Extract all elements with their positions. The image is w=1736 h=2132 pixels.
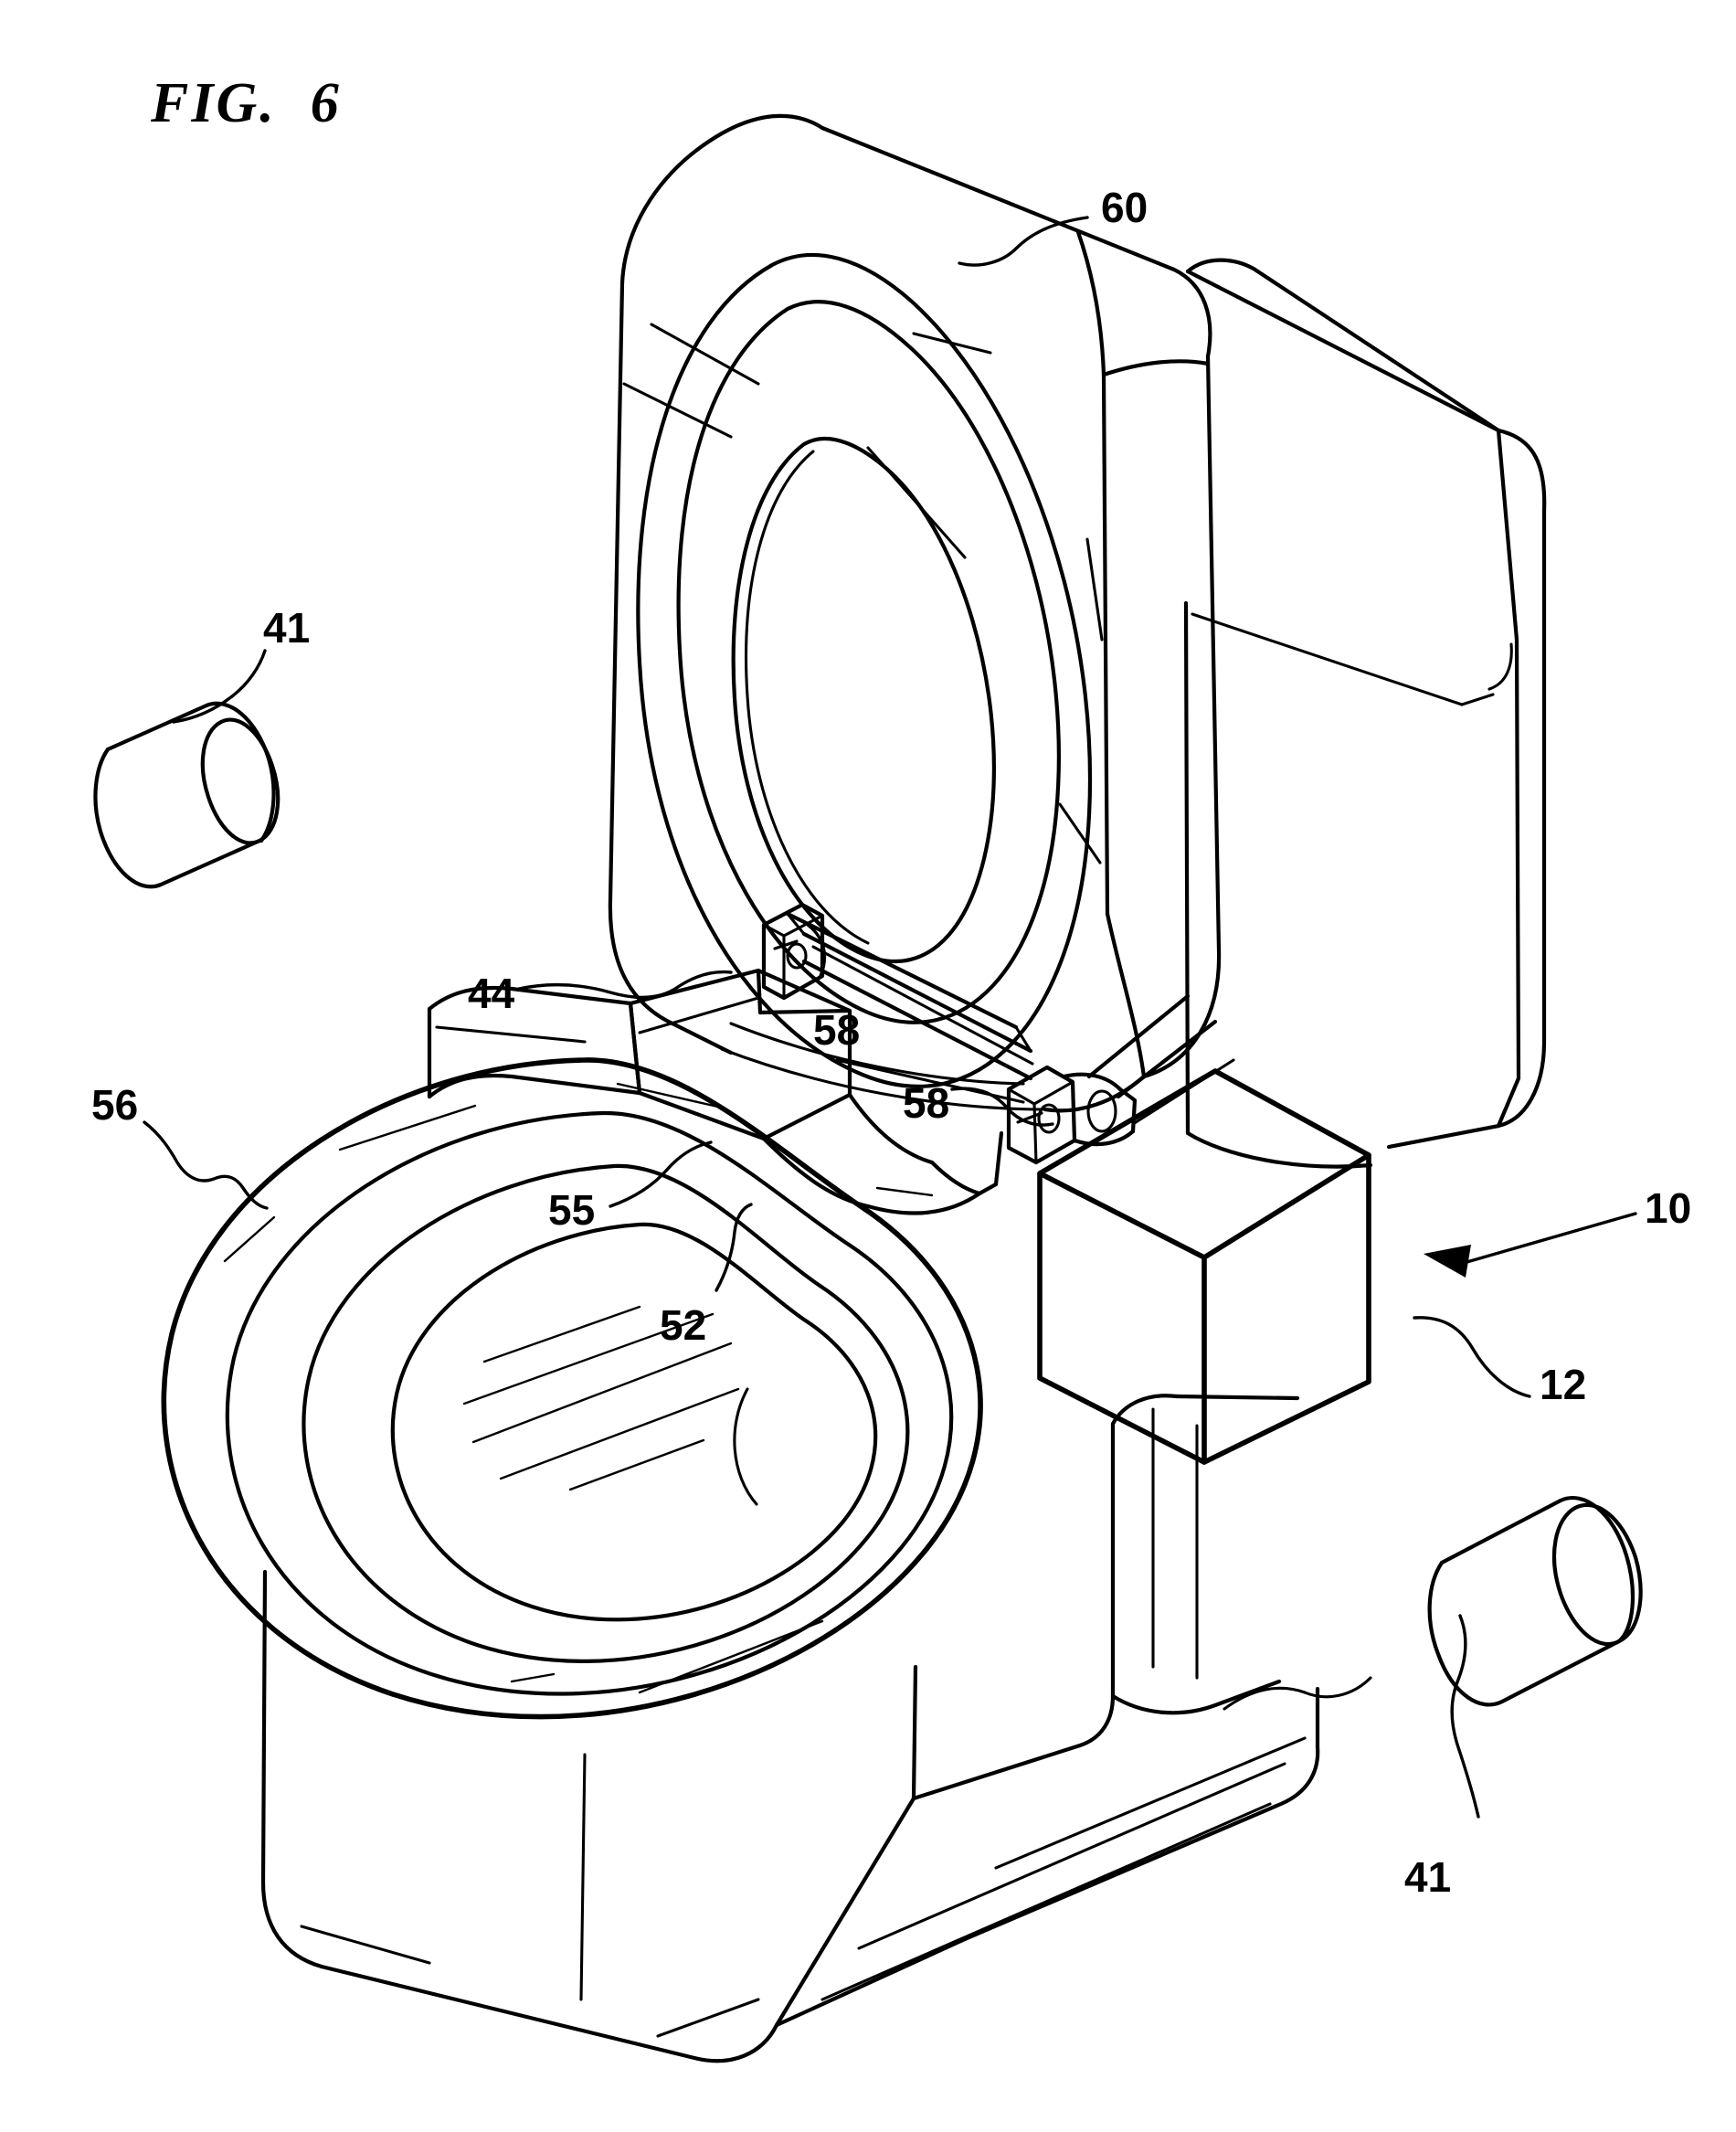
figure-title: FIG. 6 <box>151 72 342 134</box>
leader-lines <box>143 216 1637 1819</box>
callout-56: 56 <box>91 1081 139 1129</box>
callout-52: 52 <box>660 1301 707 1349</box>
sensor-cylinder-lower-right <box>1427 1496 1643 1707</box>
toilet-lid <box>608 113 1222 1113</box>
callout-60: 60 <box>1101 184 1149 231</box>
seat-support-bracket <box>427 968 1004 1215</box>
callout-12: 12 <box>1540 1361 1587 1408</box>
toilet-bowl <box>161 1057 983 1720</box>
callout-41-lower: 41 <box>1404 1853 1452 1901</box>
sensor-cylinder-upper-left <box>93 701 281 889</box>
toilet-tank <box>1183 258 1547 1169</box>
toilet-pedestal-base <box>260 1394 1372 2063</box>
callout-58-upper: 58 <box>813 1006 861 1054</box>
callout-58-lower: 58 <box>903 1079 950 1127</box>
callout-55: 55 <box>548 1186 596 1234</box>
control-box <box>1037 1068 1371 1465</box>
hinge-assembly-left <box>761 902 1034 1081</box>
callout-10: 10 <box>1645 1184 1692 1232</box>
callout-44: 44 <box>468 970 515 1017</box>
callout-41-upper: 41 <box>263 604 311 652</box>
